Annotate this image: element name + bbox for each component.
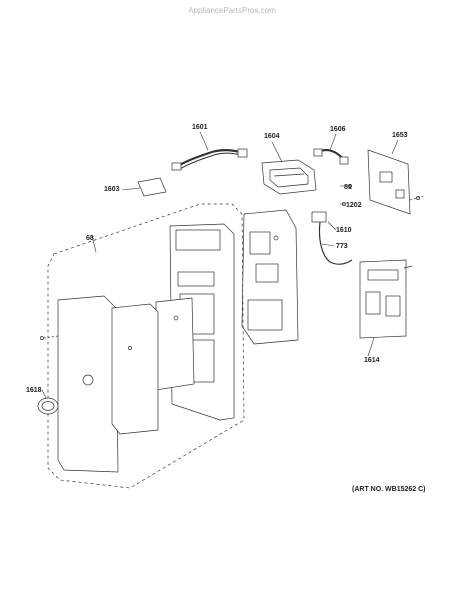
control-board-1653 [367,149,425,215]
part-label-68: 68 [86,235,94,242]
part-label-1618: 1618 [26,387,42,394]
part-label-773: 773 [336,243,348,250]
part-label-1653: 1653 [392,132,408,139]
power-board-1614 [359,259,413,339]
mounting-bracket [241,209,299,345]
watermark-text: AppliancePartsPros.com [188,6,276,15]
part-label-1604: 1604 [264,133,280,140]
control-knob-1618 [37,397,59,415]
part-label-1614: 1614 [364,357,380,364]
part-label-1202: 1202 [346,202,362,209]
control-panel-assembly-68 [47,203,245,489]
part-1603 [137,177,167,197]
membrane-switch [155,297,195,391]
front-panel [57,295,159,473]
leader-lines [41,131,399,399]
wire-harness-1606 [313,148,349,165]
wire-harness-1601 [171,148,248,171]
part-label-1603: 1603 [104,186,120,193]
part-label-1606: 1606 [330,126,346,133]
display-board-1604 [261,159,317,195]
part-label-81: 81 [344,184,352,191]
part-label-1601: 1601 [192,124,208,131]
part-label-1610: 1610 [336,227,352,234]
art-number: (ART NO. WB15262 C) [352,486,426,493]
connector-1610 [311,211,353,265]
